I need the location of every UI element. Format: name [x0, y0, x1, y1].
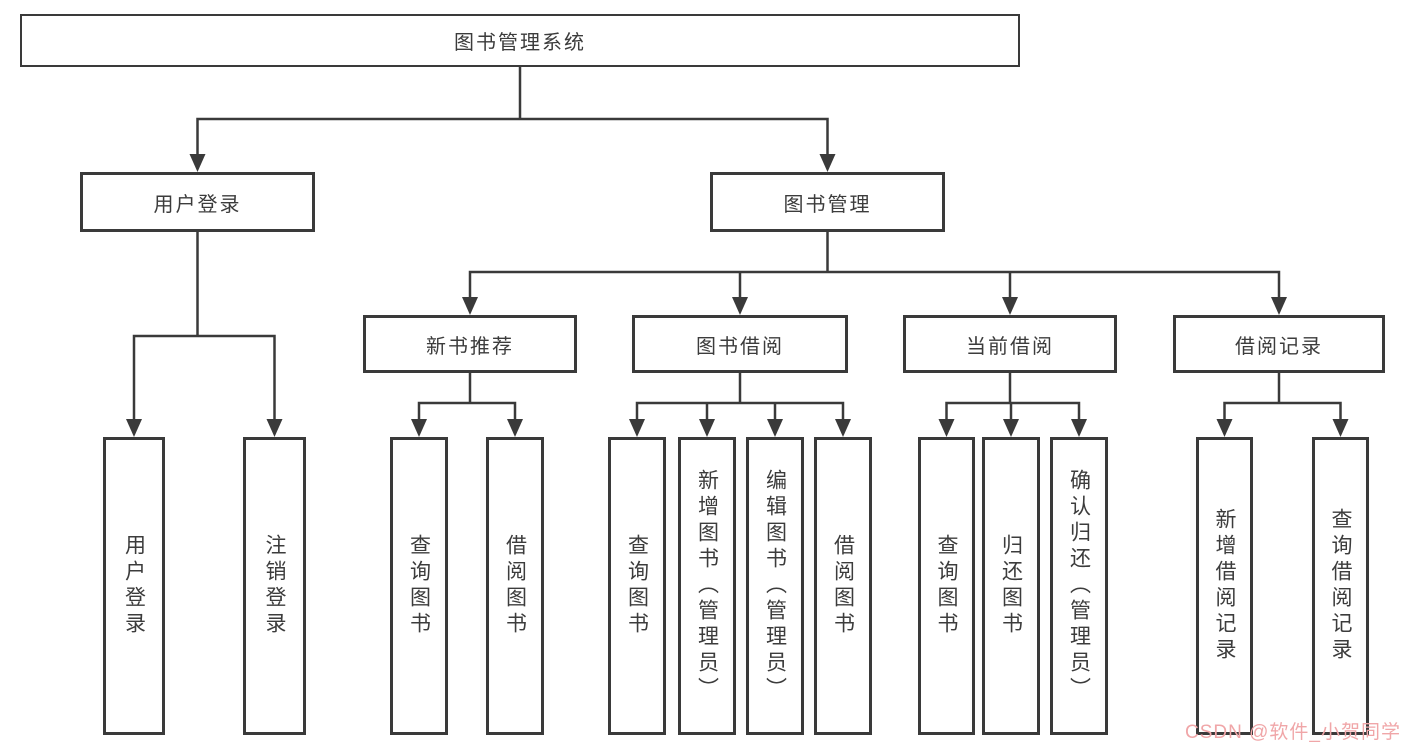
node-root-label: 图书管理系统	[454, 32, 586, 54]
arrow-icon	[1216, 419, 1233, 437]
leaf-query-books-current: 查询图书	[918, 437, 975, 735]
arrow-icon	[126, 419, 142, 437]
arrow-icon	[1002, 297, 1018, 315]
leaf-edit-books-admin: 编辑图书（管理员）	[746, 437, 804, 735]
leaf-user-login: 用户登录	[103, 437, 165, 735]
leaf-logout-label: 注销登录	[263, 534, 286, 638]
leaf-query-books-borrow: 查询图书	[608, 437, 666, 735]
connector-path	[132, 65, 1342, 423]
leaf-query-borrow-record: 查询借阅记录	[1312, 437, 1369, 735]
node-borrowing-records-label: 借阅记录	[1235, 335, 1323, 358]
arrow-icon	[629, 419, 645, 437]
leaf-add-borrow-record: 新增借阅记录	[1196, 437, 1253, 735]
leaf-query-books-current-label: 查询图书	[935, 534, 958, 638]
arrow-icon	[189, 154, 206, 172]
node-book-management-label: 图书管理	[783, 193, 872, 216]
leaf-confirm-return-admin-label: 确认归还（管理员）	[1067, 469, 1091, 703]
leaf-query-books-recommend-label: 查询图书	[407, 534, 431, 638]
arrow-icon	[411, 419, 427, 437]
leaf-confirm-return-admin: 确认归还（管理员）	[1050, 437, 1108, 735]
leaf-borrow-books-recommend-label: 借阅图书	[503, 534, 527, 638]
leaf-borrow-books-label: 借阅图书	[831, 534, 855, 638]
arrow-icon	[835, 419, 851, 437]
leaf-add-borrow-record-label: 新增借阅记录	[1213, 508, 1236, 664]
leaf-user-login-label: 用户登录	[122, 534, 146, 638]
arrow-icon	[462, 297, 478, 315]
node-borrowing-records: 借阅记录	[1173, 315, 1385, 373]
arrow-icon	[1071, 419, 1087, 437]
arrow-icon	[819, 154, 836, 172]
node-current-borrowing: 当前借阅	[903, 315, 1117, 373]
arrow-icon	[1271, 297, 1287, 315]
arrow-icon	[699, 419, 715, 437]
leaf-query-books-borrow-label: 查询图书	[625, 534, 649, 638]
node-user-login: 用户登录	[80, 172, 315, 232]
leaf-query-borrow-record-label: 查询借阅记录	[1329, 508, 1352, 664]
node-book-borrowing: 图书借阅	[632, 315, 848, 373]
arrow-icon	[938, 419, 955, 437]
arrow-icon	[767, 419, 783, 437]
leaf-return-books: 归还图书	[982, 437, 1040, 735]
node-current-borrowing-label: 当前借阅	[966, 335, 1054, 358]
arrowheads	[126, 154, 1349, 437]
leaf-edit-books-admin-label: 编辑图书（管理员）	[763, 469, 787, 703]
arrow-icon	[266, 419, 283, 437]
leaf-logout: 注销登录	[243, 437, 306, 735]
node-book-management: 图书管理	[710, 172, 945, 232]
leaf-borrow-books: 借阅图书	[814, 437, 872, 735]
leaf-query-books-recommend: 查询图书	[390, 437, 448, 735]
leaf-borrow-books-recommend: 借阅图书	[486, 437, 544, 735]
node-book-borrowing-label: 图书借阅	[696, 335, 784, 358]
arrow-icon	[1332, 419, 1349, 437]
csdn-watermark: CSDN @软件_小贺同学	[1185, 722, 1401, 743]
leaf-add-books-admin: 新增图书（管理员）	[678, 437, 736, 735]
node-new-book-recommend-label: 新书推荐	[426, 335, 514, 358]
leaf-return-books-label: 归还图书	[999, 534, 1023, 638]
arrow-icon	[732, 297, 748, 315]
node-new-book-recommend: 新书推荐	[363, 315, 577, 373]
node-root: 图书管理系统	[20, 14, 1020, 67]
arrow-icon	[507, 419, 523, 437]
leaf-add-books-admin-label: 新增图书（管理员）	[695, 469, 719, 703]
node-user-login-label: 用户登录	[153, 193, 242, 216]
arrow-icon	[1003, 419, 1019, 437]
